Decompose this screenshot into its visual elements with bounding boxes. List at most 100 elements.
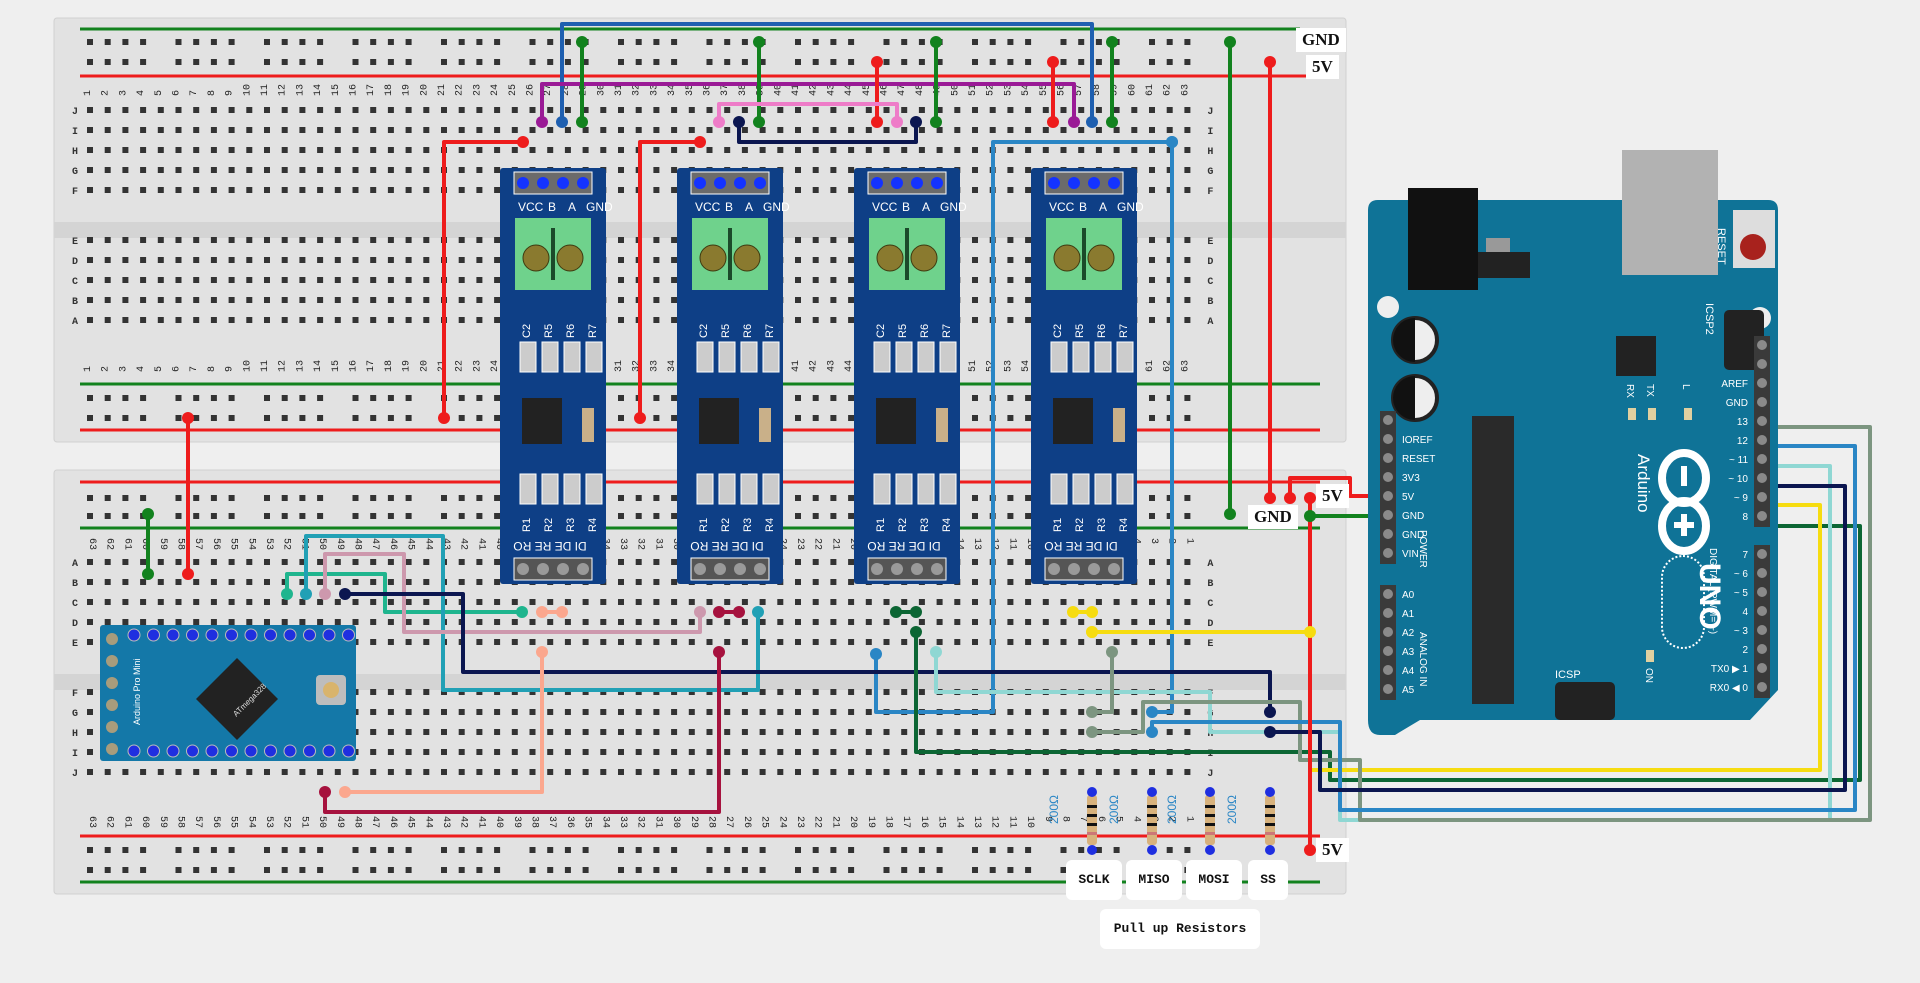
hole[interactable] bbox=[865, 639, 872, 645]
hole[interactable] bbox=[883, 729, 890, 735]
hole[interactable] bbox=[317, 495, 324, 501]
module-bottom-pin[interactable] bbox=[517, 563, 529, 575]
wire-endpoint[interactable] bbox=[890, 606, 902, 618]
hole[interactable] bbox=[281, 147, 288, 153]
hole[interactable] bbox=[370, 297, 377, 303]
hole[interactable] bbox=[635, 107, 642, 113]
hole[interactable] bbox=[104, 415, 111, 421]
hole[interactable] bbox=[918, 599, 925, 605]
hole[interactable] bbox=[494, 237, 501, 243]
hole[interactable] bbox=[1113, 639, 1120, 645]
hole[interactable] bbox=[157, 237, 164, 243]
hole[interactable] bbox=[1042, 599, 1049, 605]
wire-endpoint[interactable] bbox=[752, 606, 764, 618]
hole[interactable] bbox=[494, 599, 501, 605]
hole[interactable] bbox=[281, 297, 288, 303]
hole[interactable] bbox=[476, 709, 483, 715]
hole[interactable] bbox=[830, 579, 837, 585]
hole[interactable] bbox=[582, 107, 589, 113]
hole[interactable] bbox=[1025, 619, 1032, 625]
hole[interactable] bbox=[1078, 769, 1085, 775]
module-bottom-pin[interactable] bbox=[931, 563, 943, 575]
hole[interactable] bbox=[175, 847, 182, 853]
hole[interactable] bbox=[600, 639, 607, 645]
module-top-pin[interactable] bbox=[694, 177, 706, 189]
wire-endpoint[interactable] bbox=[1224, 36, 1236, 48]
hole[interactable] bbox=[564, 39, 571, 45]
hole[interactable] bbox=[140, 147, 147, 153]
hole[interactable] bbox=[812, 749, 819, 755]
hole[interactable] bbox=[210, 619, 217, 625]
hole[interactable] bbox=[264, 167, 270, 173]
wire-endpoint[interactable] bbox=[1086, 626, 1098, 638]
hole[interactable] bbox=[812, 847, 819, 853]
hole[interactable] bbox=[370, 127, 377, 133]
hole[interactable] bbox=[918, 619, 925, 625]
hole[interactable] bbox=[759, 127, 766, 133]
hole[interactable] bbox=[193, 867, 200, 873]
hole[interactable] bbox=[299, 513, 306, 519]
hole[interactable] bbox=[547, 639, 554, 645]
hole[interactable] bbox=[352, 167, 359, 173]
hole[interactable] bbox=[618, 769, 624, 775]
hole[interactable] bbox=[1095, 59, 1102, 65]
hole[interactable] bbox=[299, 599, 306, 605]
hole[interactable] bbox=[423, 579, 430, 585]
hole[interactable] bbox=[529, 127, 536, 133]
hole[interactable] bbox=[87, 147, 93, 153]
hole[interactable] bbox=[671, 579, 678, 585]
hole[interactable] bbox=[618, 619, 624, 625]
hole[interactable] bbox=[175, 579, 182, 585]
hole[interactable] bbox=[1113, 619, 1120, 625]
hole[interactable] bbox=[883, 619, 890, 625]
hole[interactable] bbox=[140, 237, 147, 243]
hole[interactable] bbox=[618, 147, 624, 153]
uno-header-pin[interactable] bbox=[1757, 397, 1767, 407]
hole[interactable] bbox=[317, 619, 324, 625]
hole[interactable] bbox=[122, 579, 129, 585]
hole[interactable] bbox=[1131, 769, 1138, 775]
hole[interactable] bbox=[405, 749, 412, 755]
hole[interactable] bbox=[122, 277, 129, 283]
uno-header-pin[interactable] bbox=[1757, 511, 1767, 521]
wire-endpoint[interactable] bbox=[516, 606, 528, 618]
hole[interactable] bbox=[423, 619, 430, 625]
hole[interactable] bbox=[405, 709, 412, 715]
hole[interactable] bbox=[87, 395, 93, 401]
hole[interactable] bbox=[529, 769, 536, 775]
wire-red-to-uno[interactable] bbox=[1288, 476, 1390, 500]
hole[interactable] bbox=[883, 59, 890, 65]
hole[interactable] bbox=[547, 59, 554, 65]
pro-mini-pin[interactable] bbox=[147, 628, 160, 642]
wire-endpoint[interactable] bbox=[1146, 726, 1158, 738]
hole[interactable] bbox=[830, 639, 837, 645]
pro-mini-pin[interactable] bbox=[205, 628, 219, 642]
hole[interactable] bbox=[1184, 769, 1191, 775]
hole[interactable] bbox=[600, 619, 607, 625]
hole[interactable] bbox=[405, 277, 412, 283]
hole[interactable] bbox=[901, 639, 908, 645]
hole[interactable] bbox=[1166, 147, 1173, 153]
hole[interactable] bbox=[494, 709, 501, 715]
hole[interactable] bbox=[423, 127, 430, 133]
hole[interactable] bbox=[564, 749, 571, 755]
hole[interactable] bbox=[281, 847, 288, 853]
hole[interactable] bbox=[157, 257, 164, 263]
wire-endpoint[interactable] bbox=[319, 786, 331, 798]
hole[interactable] bbox=[299, 107, 306, 113]
hole[interactable] bbox=[1166, 513, 1173, 519]
hole[interactable] bbox=[122, 187, 129, 193]
hole[interactable] bbox=[688, 749, 695, 755]
hole[interactable] bbox=[1095, 39, 1102, 45]
module-bottom-pin[interactable] bbox=[537, 563, 549, 575]
hole[interactable] bbox=[264, 513, 270, 519]
hole[interactable] bbox=[582, 729, 589, 735]
hole[interactable] bbox=[494, 867, 501, 873]
hole[interactable] bbox=[1184, 277, 1191, 283]
hole[interactable] bbox=[193, 599, 200, 605]
hole[interactable] bbox=[423, 147, 430, 153]
hole[interactable] bbox=[140, 59, 147, 65]
hole[interactable] bbox=[1184, 415, 1191, 421]
hole[interactable] bbox=[759, 639, 766, 645]
hole[interactable] bbox=[317, 867, 324, 873]
